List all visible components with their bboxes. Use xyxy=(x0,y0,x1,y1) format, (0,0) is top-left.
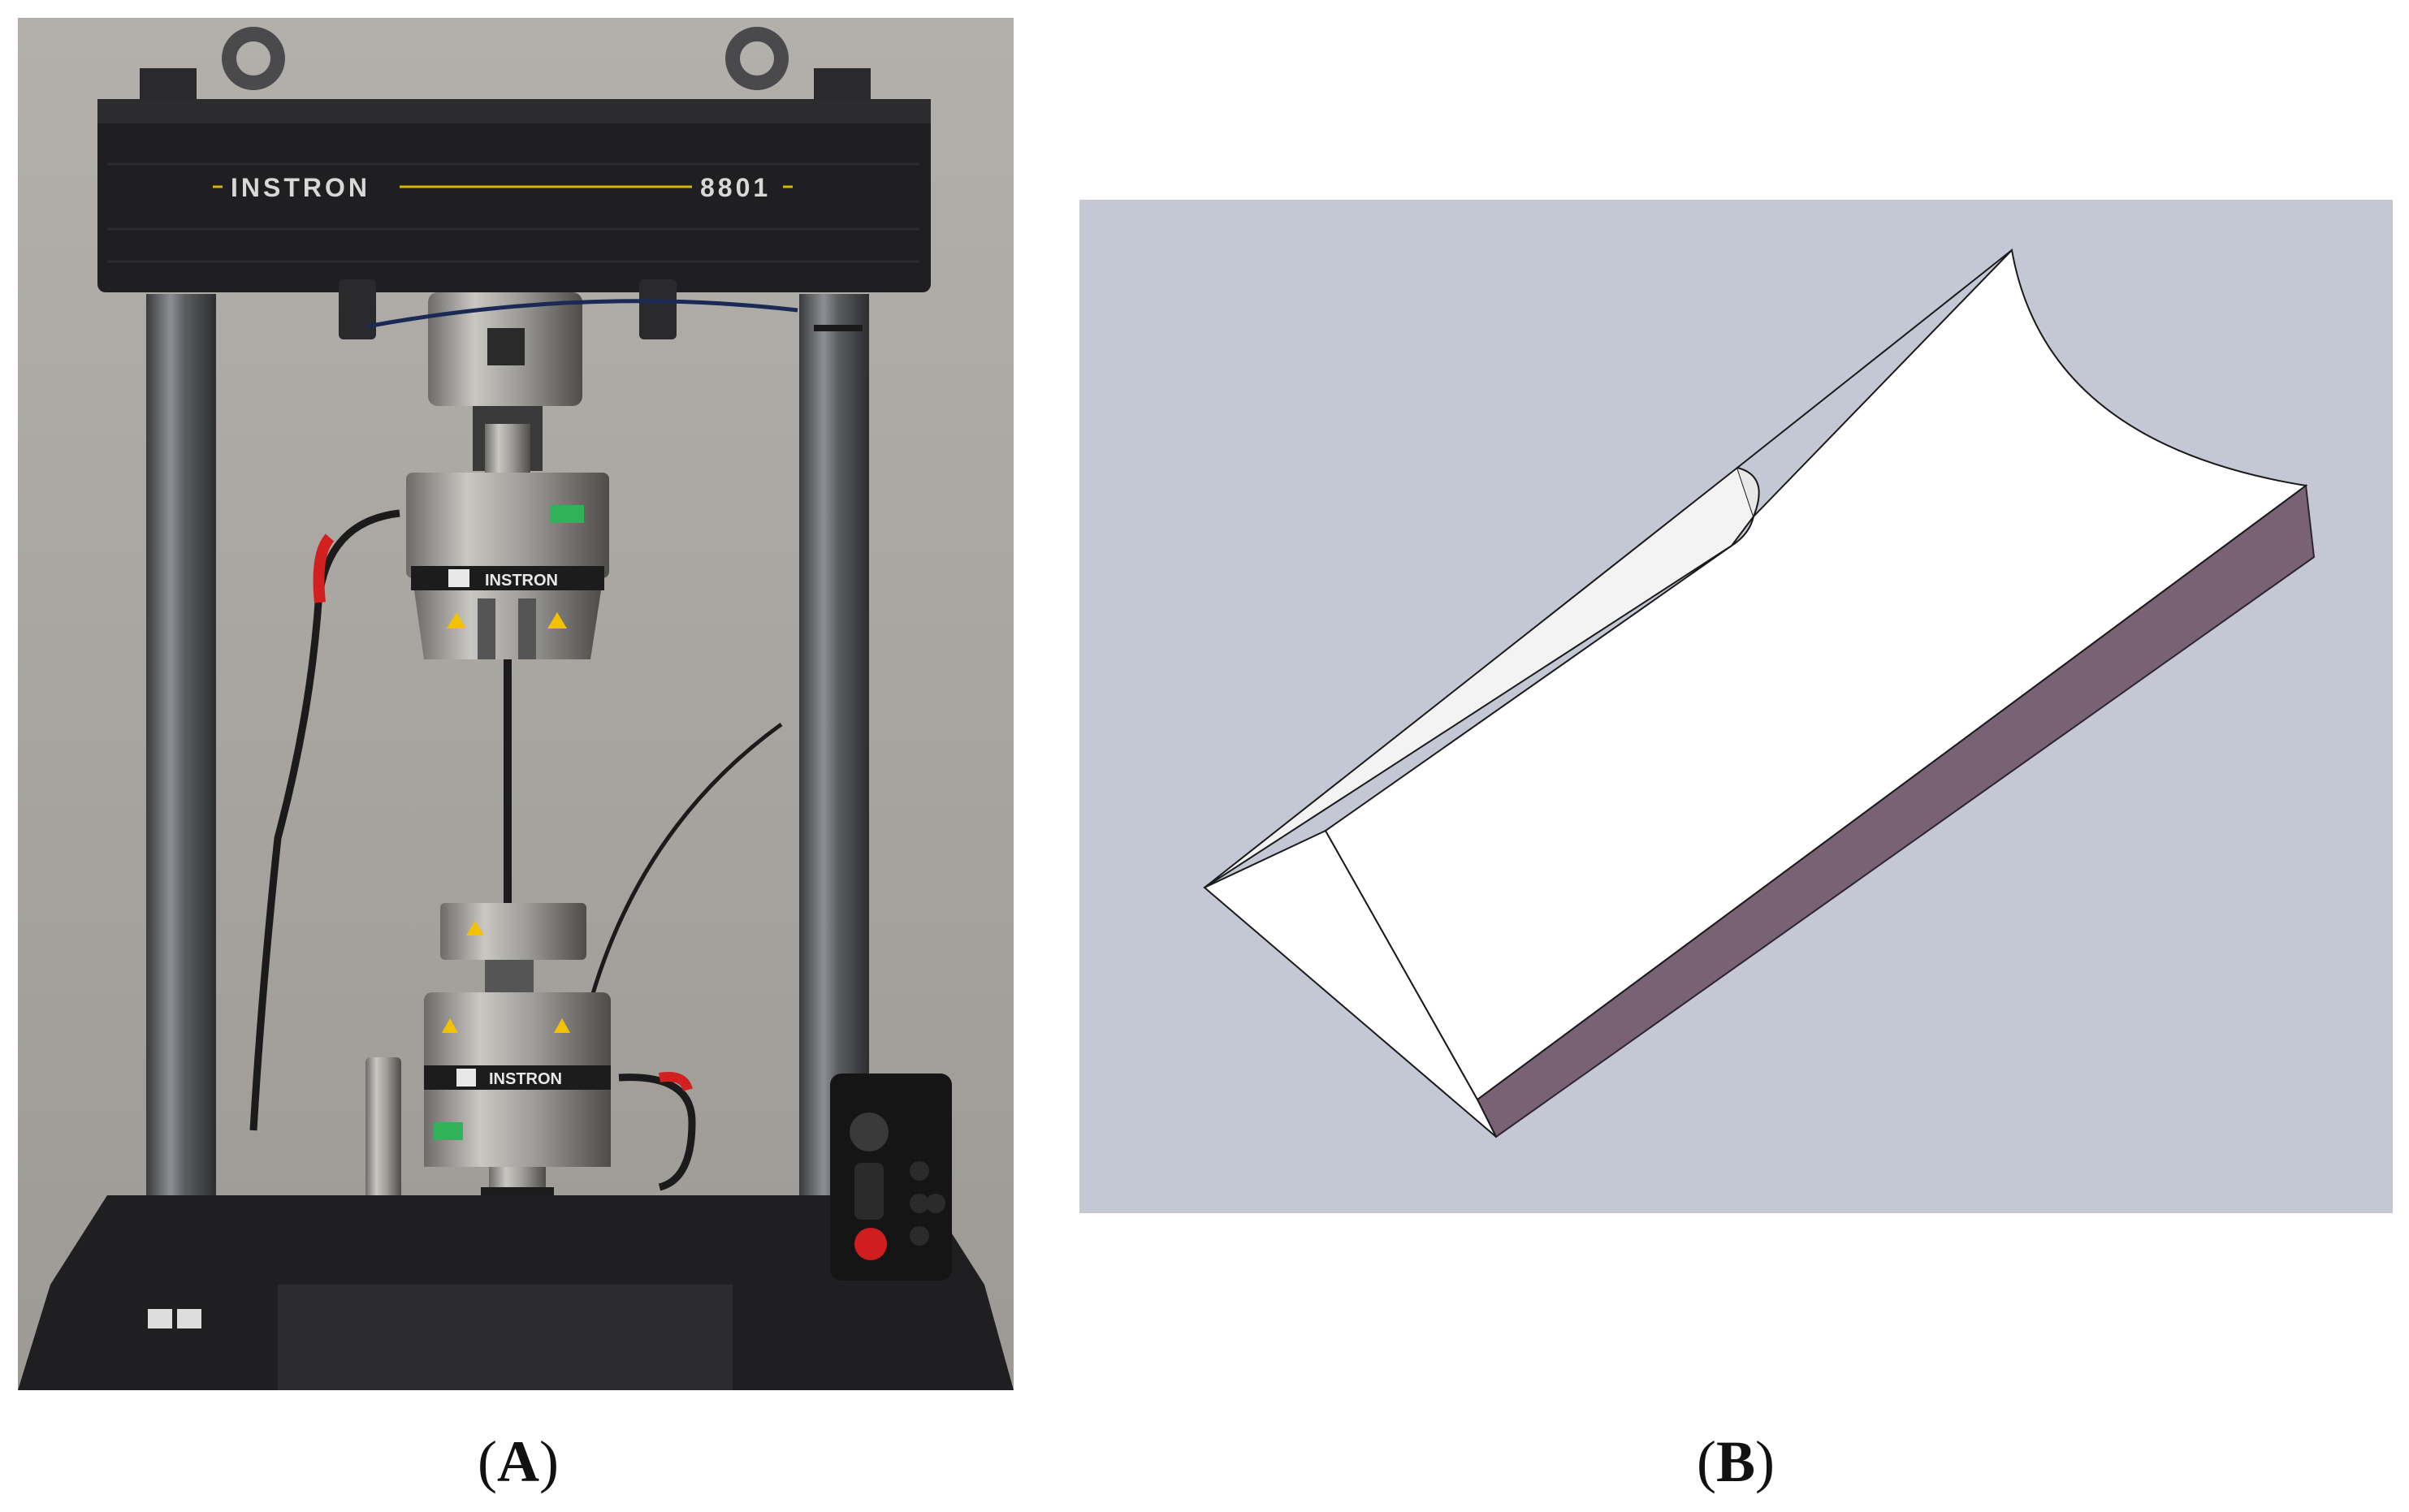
cable-right xyxy=(584,722,783,1017)
green-tag xyxy=(550,505,584,523)
cad-specimen-render xyxy=(1079,200,2393,1213)
caption-a-open: ( xyxy=(478,1429,497,1494)
specimen-top-face xyxy=(1324,248,2308,1101)
caption-b: (B) xyxy=(1614,1425,1858,1498)
instron-machine-illustration: INSTRON 8801 INSTRON xyxy=(18,18,1014,1390)
caption-a-close: ) xyxy=(539,1429,559,1494)
brand-label: INSTRON xyxy=(231,173,370,202)
upper-grip: INSTRON xyxy=(406,473,609,659)
caption-a-letter: A xyxy=(497,1429,539,1494)
column-left xyxy=(146,294,216,1252)
upper-grip-label: INSTRON xyxy=(485,572,558,590)
lifting-eye-right xyxy=(725,27,789,90)
photo-test-machine: INSTRON 8801 INSTRON xyxy=(18,18,1014,1390)
lifting-eye-left xyxy=(222,27,285,90)
model-label: 8801 xyxy=(700,173,771,202)
caption-a: (A) xyxy=(396,1425,640,1498)
hose-lower xyxy=(618,1074,696,1191)
handset-controller xyxy=(830,1074,952,1281)
lower-grip-label: INSTRON xyxy=(489,1070,562,1088)
hose-upper xyxy=(249,509,400,1131)
specimen-strip xyxy=(504,659,512,903)
specimen-model-illustration xyxy=(1079,200,2393,1213)
caption-b-letter: B xyxy=(1715,1429,1756,1494)
crosshead: INSTRON 8801 xyxy=(97,99,931,292)
specimen-fillet xyxy=(1736,467,1760,517)
emergency-stop-icon xyxy=(854,1228,887,1260)
caption-b-close: ) xyxy=(1755,1429,1775,1494)
caption-b-open: ( xyxy=(1697,1429,1716,1494)
